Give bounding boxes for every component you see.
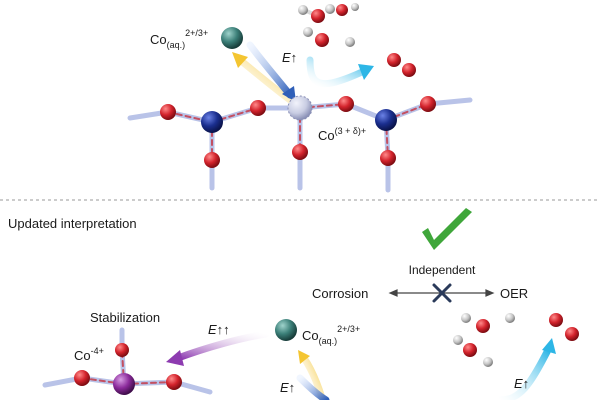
section-title: Updated interpretation	[8, 216, 137, 231]
dissolution-arrowhead-bottom	[298, 350, 310, 364]
stabilization-arrow	[174, 330, 270, 362]
oer-arrow-top	[306, 56, 366, 88]
water-molecule-top-2	[336, 3, 359, 16]
dissolution-arrowhead-top	[232, 52, 248, 68]
field-label-bottom-left: E↑	[280, 380, 295, 395]
dissolution-arrow-top	[236, 56, 294, 104]
cross-icon	[432, 283, 452, 303]
field-arrow-blue-bottom	[296, 374, 330, 400]
cobalt-center-atom	[287, 95, 313, 121]
top-oxygen-atoms	[160, 96, 436, 168]
independent-label: Independent	[409, 263, 476, 277]
cobalt-lattice-atom-right	[375, 109, 397, 131]
co-aq-label-bottom: Co(aq.)2+/3+	[302, 324, 360, 346]
water-molecule-top-3	[303, 27, 355, 47]
cobalt-aq-atom-bottom	[275, 319, 297, 341]
water-molecule-top-1	[298, 4, 335, 23]
co-center-label: Co(3 + δ)+	[318, 126, 366, 143]
co-aq-label-top: Co(aq.)2+/3+	[150, 28, 208, 50]
co-minus-label: Co-4+	[74, 346, 104, 363]
oer-arrowhead-top	[358, 64, 374, 80]
cobalt-lattice-atom-left	[201, 111, 223, 133]
bottom-panel: Updated interpretation Independent Corro…	[8, 208, 579, 400]
oer-label: OER	[500, 286, 528, 301]
water-molecule-bottom-2	[453, 335, 493, 367]
corrosion-label: Corrosion	[312, 286, 368, 301]
field-label-bottom-right: E↑	[514, 376, 529, 391]
water-molecule-bottom-1	[461, 313, 515, 333]
top-panel: Co(aq.)2+/3+ E↑ Co(3 + δ)+	[127, 3, 473, 193]
oer-arrow-bottom	[496, 346, 552, 400]
field-double-label: E↑↑	[208, 322, 230, 337]
cobalt-stabilized-atom	[113, 373, 135, 395]
o2-molecule-bottom	[549, 313, 579, 341]
stabilization-label: Stabilization	[90, 310, 160, 325]
field-label-top: E↑	[282, 50, 297, 65]
bottom-oxygen-atoms	[74, 343, 182, 390]
o2-molecule-top	[387, 53, 416, 77]
checkmark-icon	[422, 208, 472, 250]
oer-arrowhead-bottom	[542, 338, 556, 354]
cobalt-aq-atom-top	[221, 27, 243, 49]
stabilization-arrowhead	[166, 350, 184, 366]
